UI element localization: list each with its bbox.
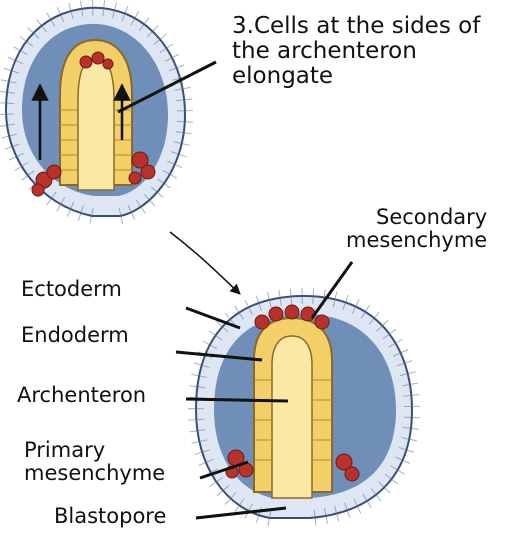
secondary-mesenchyme-label: Secondary mesenchyme <box>346 205 488 253</box>
primary-mesenchyme-line2: mesenchyme <box>24 461 166 486</box>
top-archenteron <box>77 57 115 191</box>
archenteron-pointer <box>185 397 289 403</box>
label-pointers <box>175 261 354 520</box>
ectoderm-pointer <box>185 306 241 330</box>
bottom-embryo <box>187 287 421 526</box>
step-label-line2: the archenteron <box>232 38 417 64</box>
bottom-archenteron <box>271 335 313 499</box>
endoderm-pointer <box>175 350 263 362</box>
top-embryo <box>0 0 194 224</box>
blastopore-pointer <box>195 506 287 520</box>
step-pointer-line <box>117 60 217 114</box>
ectoderm-label: Ectoderm <box>21 277 122 301</box>
primary-mesenchyme-pointer <box>199 460 249 480</box>
secondary-mesenchyme-line1: Secondary <box>376 205 488 229</box>
archenteron-label: Archenteron <box>17 383 147 407</box>
step-label: 3.Cells at the sides of the archenteron … <box>232 14 480 89</box>
step-label-line1: 3.Cells at the sides of <box>232 13 481 39</box>
secondary-mesenchyme-line2: mesenchyme <box>346 228 488 253</box>
endoderm-label: Endoderm <box>21 323 129 347</box>
primary-mesenchyme-label: Primary mesenchyme <box>24 438 166 486</box>
blastopore-label: Blastopore <box>54 504 167 528</box>
step-label-line3: elongate <box>232 63 334 89</box>
primary-mesenchyme-line1: Primary <box>24 438 106 462</box>
transition-arrow <box>169 231 241 295</box>
secondary-mesenchyme-pointer <box>310 261 354 319</box>
